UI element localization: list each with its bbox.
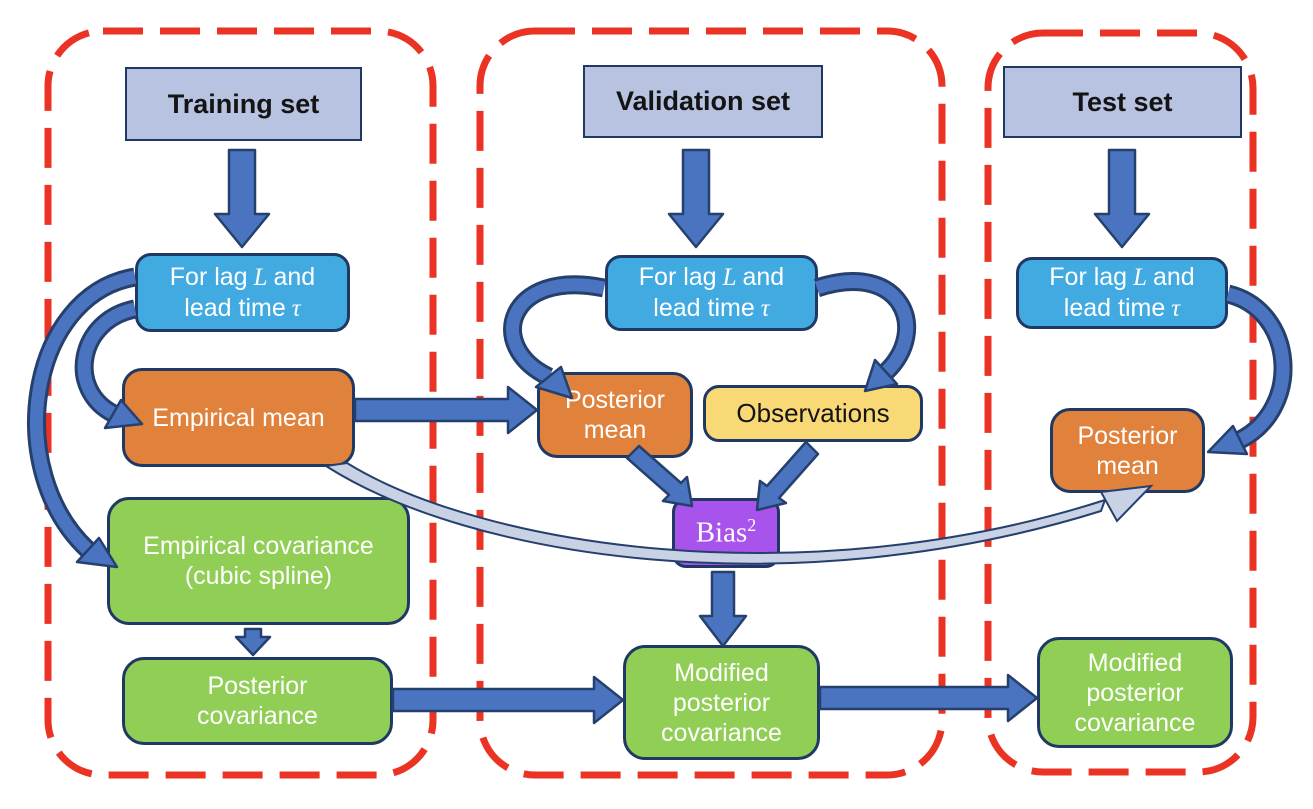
arrow-posterior-covariance-to-modified-posterior-covariance — [391, 675, 625, 725]
arrow-modified-posterior-covariance-to-test — [818, 673, 1039, 723]
arrow-validation-set-to-lag — [667, 148, 725, 249]
bias-squared-node: Bias2 — [672, 498, 780, 568]
modified-posterior-covariance-node-test: Modified posterior covariance — [1037, 637, 1233, 748]
posterior-mean-node-test: Posterior mean — [1050, 408, 1205, 493]
arrow-empirical-covariance-to-posterior-covariance — [234, 627, 272, 657]
arrow-lag-to-observations — [814, 272, 917, 393]
posterior-mean-node-validation: Posterior mean — [537, 372, 693, 458]
arrow-test-set-to-lag — [1093, 148, 1151, 249]
validation-set-header: Validation set — [583, 65, 823, 138]
validation-set-label: Validation set — [615, 86, 791, 117]
training-set-label: Training set — [167, 88, 320, 119]
training-set-header: Training set — [125, 67, 362, 141]
test-set-label: Test set — [1072, 86, 1173, 117]
observations-node: Observations — [703, 385, 923, 442]
empirical-mean-node: Empirical mean — [122, 368, 355, 467]
test-set-header: Test set — [1003, 66, 1242, 138]
empirical-covariance-node: Empirical covariance (cubic spline) — [107, 497, 410, 625]
arrow-training-set-to-lag — [213, 148, 271, 249]
arrow-empirical-mean-to-posterior-mean — [353, 385, 539, 435]
posterior-covariance-node: Posterior covariance — [122, 657, 393, 745]
arrow-bias-to-modified-posterior-covariance — [698, 570, 748, 648]
modified-posterior-covariance-node-validation: Modified posterior covariance — [623, 645, 820, 760]
